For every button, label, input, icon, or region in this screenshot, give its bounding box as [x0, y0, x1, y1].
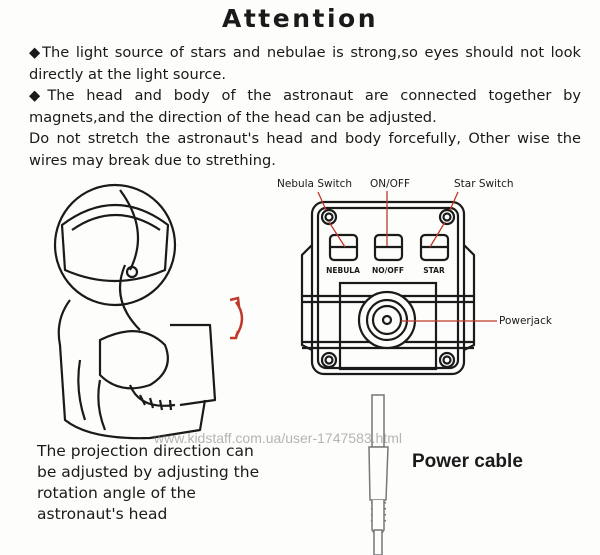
note-eye-safety: ◆The light source of stars and nebulae i…: [29, 44, 581, 83]
callout-nebula-switch: Nebula Switch: [277, 178, 353, 190]
device-back-panel: [300, 200, 476, 376]
page-title: Attention: [222, 4, 378, 33]
callout-star-switch: Star Switch: [454, 178, 514, 190]
caption-line: astronaut's head: [37, 505, 168, 523]
nebula-switch: [328, 233, 359, 262]
caption-line: be adjusted by adjusting the: [37, 463, 260, 481]
note-do-not-stretch: Do not stretch the astronaut's head and …: [29, 130, 581, 169]
power-cable-label: Power cable: [412, 451, 523, 472]
power-cable-illustration: [368, 394, 389, 555]
button-label-nebula: NEBULA: [326, 266, 360, 275]
power-switch: [373, 233, 404, 262]
button-label-onoff: NO/OFF: [372, 266, 404, 275]
callout-lines: [317, 191, 497, 322]
callout-on-off: ON/OFF: [370, 178, 411, 190]
rotation-arrow-icon: [229, 296, 244, 340]
attention-notes: ◆The light source of stars and nebulae i…: [29, 42, 581, 172]
star-switch: [419, 233, 450, 262]
note-magnet-head: ◆The head and body of the astronaut are …: [29, 87, 581, 126]
caption-line: rotation angle of the: [37, 484, 196, 502]
watermark: www.kidstaff.com.ua/user-1747583.html: [154, 430, 402, 446]
astronaut-illustration: [53, 183, 217, 440]
callout-powerjack: Powerjack: [499, 315, 552, 327]
button-label-star: STAR: [423, 266, 445, 275]
head-rotation-caption: The projection direction can be adjusted…: [37, 441, 277, 525]
caption-line: The projection direction can: [37, 442, 254, 460]
